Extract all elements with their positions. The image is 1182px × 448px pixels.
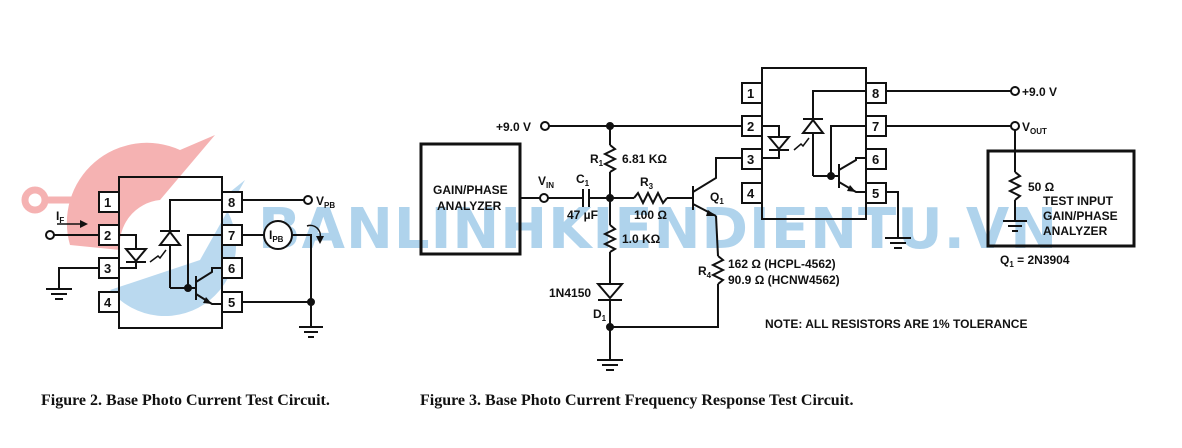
f3-pin-2-label: 2 xyxy=(747,119,754,134)
optocoupler-body-fig3 xyxy=(761,67,867,220)
analyzer-right-line3: ANALYZER xyxy=(1043,224,1108,238)
d1-label: D1 xyxy=(593,307,607,323)
pin-1 xyxy=(98,191,120,213)
supply-right-label: +9.0 V xyxy=(1022,85,1057,99)
q1-part-label: Q1 = 2N3904 xyxy=(1000,253,1070,269)
ipb-label: IPB xyxy=(269,228,284,244)
optocoupler-body xyxy=(118,176,223,329)
diode-part-label: 1N4150 xyxy=(549,286,591,300)
vin-terminal xyxy=(539,193,549,203)
supply-terminal-left xyxy=(540,121,550,131)
r4-value-hcnw: 90.9 Ω (HCNW4562) xyxy=(728,273,840,287)
r4-label: R4 xyxy=(698,264,712,280)
pin-4 xyxy=(98,291,120,313)
f3-pin-1-label: 1 xyxy=(747,86,754,101)
r2-value: 1.0 KΩ xyxy=(622,232,661,246)
vout-label: VOUT xyxy=(1022,120,1047,136)
r3-value: 100 Ω xyxy=(634,208,667,222)
pin-6-label: 6 xyxy=(228,261,235,276)
r4-value-hcpl: 162 Ω (HCPL-4562) xyxy=(728,257,836,271)
vout-terminal xyxy=(1010,121,1020,131)
if-label: IF xyxy=(56,209,64,225)
supply-left-label: +9.0 V xyxy=(496,120,531,134)
c1-value: 47 µF xyxy=(567,208,598,222)
pin-8 xyxy=(221,191,243,213)
f3-pin-8-label: 8 xyxy=(872,86,879,101)
pin-2-label: 2 xyxy=(104,228,111,243)
r3-label: R3 xyxy=(640,175,654,191)
f3-pin-6-label: 6 xyxy=(872,152,879,167)
vin-label: VIN xyxy=(538,174,554,190)
r1-value: 6.81 KΩ xyxy=(622,152,667,166)
watermark-text: BANLINHKIENDIENTU.VN xyxy=(258,197,1058,262)
figure2-caption: Figure 2. Base Photo Current Test Circui… xyxy=(41,392,330,409)
analyzer-left-line2: ANALYZER xyxy=(437,199,502,213)
c1-label: C1 xyxy=(576,172,590,188)
pin-4-label: 4 xyxy=(104,295,112,310)
vpb-label: VPB xyxy=(316,194,335,210)
analyzer-left-line1: GAIN/PHASE xyxy=(433,183,508,197)
if-terminal xyxy=(45,230,55,240)
figure2-labels: 1 2 3 4 5 6 7 8 IF VPB IPB xyxy=(56,194,335,310)
pin-1-label: 1 xyxy=(104,195,111,210)
vpb-terminal xyxy=(303,195,313,205)
figure3-labels: 1 2 3 4 5 6 7 8 +9.0 V +9.0 V GAIN/PHASE… xyxy=(433,85,1118,331)
pin-7-label: 7 xyxy=(228,228,235,243)
pin-5-label: 5 xyxy=(228,295,235,310)
watermark-logo xyxy=(21,135,245,317)
figure3-caption: Figure 3. Base Photo Current Frequency R… xyxy=(420,392,854,409)
tolerance-note: NOTE: ALL RESISTORS ARE 1% TOLERANCE xyxy=(765,317,1027,331)
f3-pin-3-label: 3 xyxy=(747,152,754,167)
q1-label: Q1 xyxy=(710,190,724,206)
analyzer-right-line1: TEST INPUT xyxy=(1043,194,1114,208)
pin-3-label: 3 xyxy=(104,261,111,276)
figure3-circuit xyxy=(419,67,1136,371)
f3-pin-4-label: 4 xyxy=(747,186,755,201)
f3-pin-7-label: 7 xyxy=(872,119,879,134)
analyzer-right-line2: GAIN/PHASE xyxy=(1043,209,1118,223)
supply-terminal-right xyxy=(1010,86,1020,96)
load-resistor-value: 50 Ω xyxy=(1028,180,1055,194)
r1-label: R1 xyxy=(590,152,604,168)
test-input-analyzer-box xyxy=(986,149,1136,248)
pin-8-label: 8 xyxy=(228,195,235,210)
figure2-circuit xyxy=(45,176,324,338)
f3-pin-5-label: 5 xyxy=(872,186,879,201)
